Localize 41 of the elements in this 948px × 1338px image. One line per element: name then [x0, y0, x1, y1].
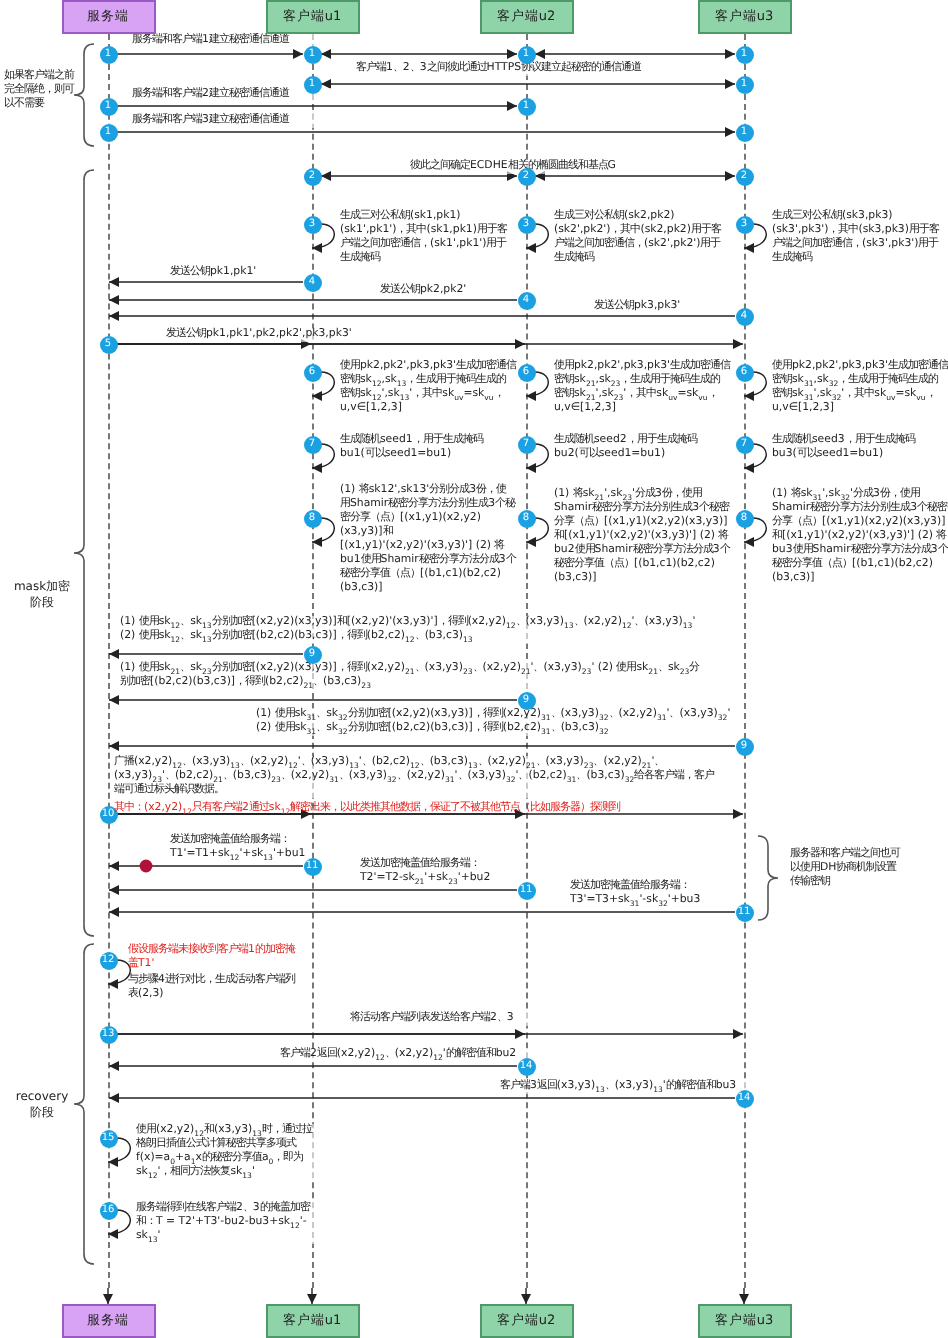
arrow — [108, 649, 304, 659]
arrow — [108, 277, 304, 287]
self-arrow — [525, 517, 549, 547]
arrow — [116, 1029, 744, 1039]
self-arrow — [525, 223, 549, 253]
arrow — [108, 861, 304, 871]
self-arrow — [107, 1209, 131, 1239]
arrow — [116, 339, 744, 349]
arrow — [108, 741, 736, 751]
self-arrow — [743, 371, 767, 401]
self-arrow — [743, 517, 767, 547]
arrow — [108, 907, 736, 917]
arrow — [108, 295, 518, 305]
arrow — [320, 49, 518, 59]
arrow — [108, 311, 736, 321]
arrow — [116, 49, 304, 59]
lifeline-arrow — [739, 1287, 749, 1305]
arrow — [108, 1061, 518, 1071]
self-arrow — [107, 959, 131, 989]
arrow — [116, 809, 744, 819]
self-arrow — [107, 1137, 131, 1167]
lifeline-arrow — [103, 1287, 113, 1305]
self-arrow — [525, 371, 549, 401]
self-arrow — [525, 443, 549, 473]
self-arrow — [311, 443, 335, 473]
arrow — [108, 885, 518, 895]
arrow — [534, 49, 736, 59]
lifeline-arrow — [307, 1287, 317, 1305]
arrow — [108, 695, 518, 705]
self-arrow — [311, 371, 335, 401]
self-arrow — [311, 517, 335, 547]
self-arrow — [311, 223, 335, 253]
arrow — [534, 171, 736, 181]
lifeline-arrow — [521, 1287, 531, 1305]
self-arrow — [743, 443, 767, 473]
arrow — [116, 101, 518, 111]
arrow — [116, 127, 736, 137]
arrow — [320, 171, 518, 181]
arrow — [108, 1093, 736, 1103]
self-arrow — [743, 223, 767, 253]
arrow — [320, 79, 736, 89]
